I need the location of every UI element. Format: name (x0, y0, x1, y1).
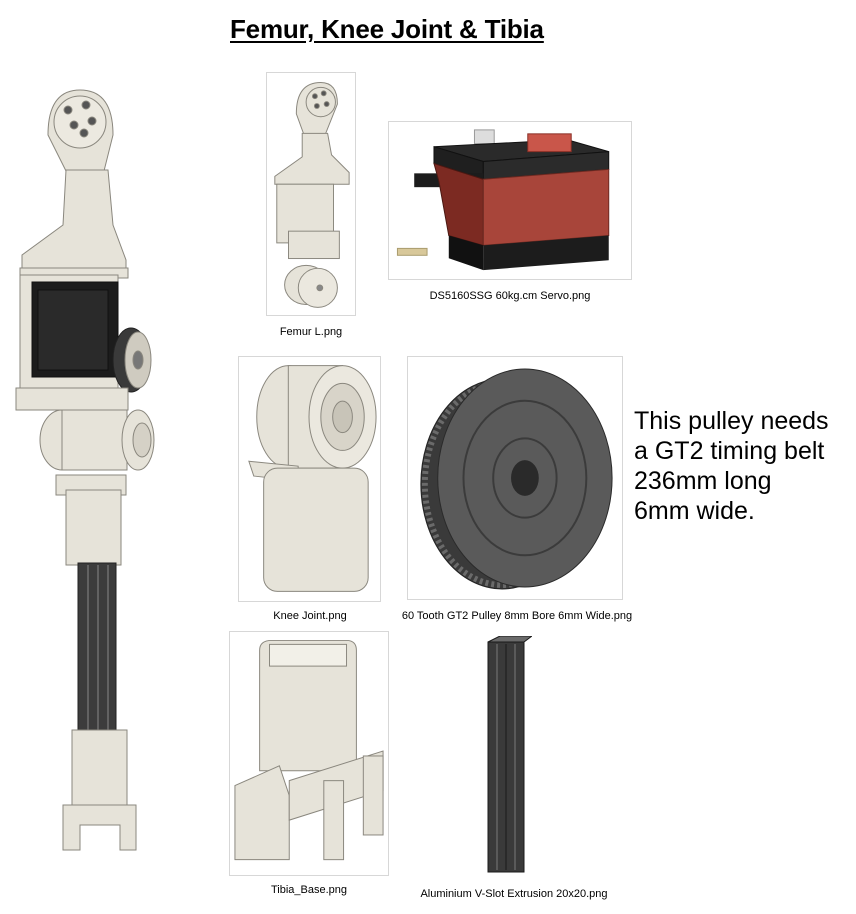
note-line: This pulley needs (634, 407, 829, 435)
note-line: 236mm long (634, 467, 772, 495)
assembled-leg-image (8, 85, 163, 860)
femur-part-icon (274, 82, 350, 308)
image-caption: Femur L.png (279, 326, 343, 338)
image-caption: Tibia_Base.png (270, 884, 348, 896)
image-caption: DS5160SSG 60kg.cm Servo.png (429, 290, 591, 302)
image-caption: Aluminium V-Slot Extrusion 20x20.png (420, 888, 608, 900)
image-card-pulley (407, 356, 623, 600)
image-caption: Knee Joint.png (273, 610, 347, 622)
note-line: 6mm wide. (634, 497, 755, 525)
image-card-femur (266, 72, 356, 316)
tibia-base-icon (234, 639, 384, 861)
image-caption: 60 Tooth GT2 Pulley 8mm Bore 6mm Wide.pn… (401, 610, 633, 622)
image-card-tibia-base (229, 631, 389, 876)
image-card-knee-joint (238, 356, 381, 602)
knee-joint-icon (248, 365, 377, 592)
pulley-icon (420, 368, 613, 590)
image-card-servo (388, 121, 632, 280)
servo-icon (396, 129, 610, 271)
extrusion-icon (487, 635, 534, 873)
image-card-extrusion (480, 635, 534, 876)
note-line: a GT2 timing belt (634, 437, 825, 465)
page-title: Femur, Knee Joint & Tibia (230, 14, 544, 44)
pulley-note: This pulley needs a GT2 timing belt 236m… (634, 406, 829, 526)
